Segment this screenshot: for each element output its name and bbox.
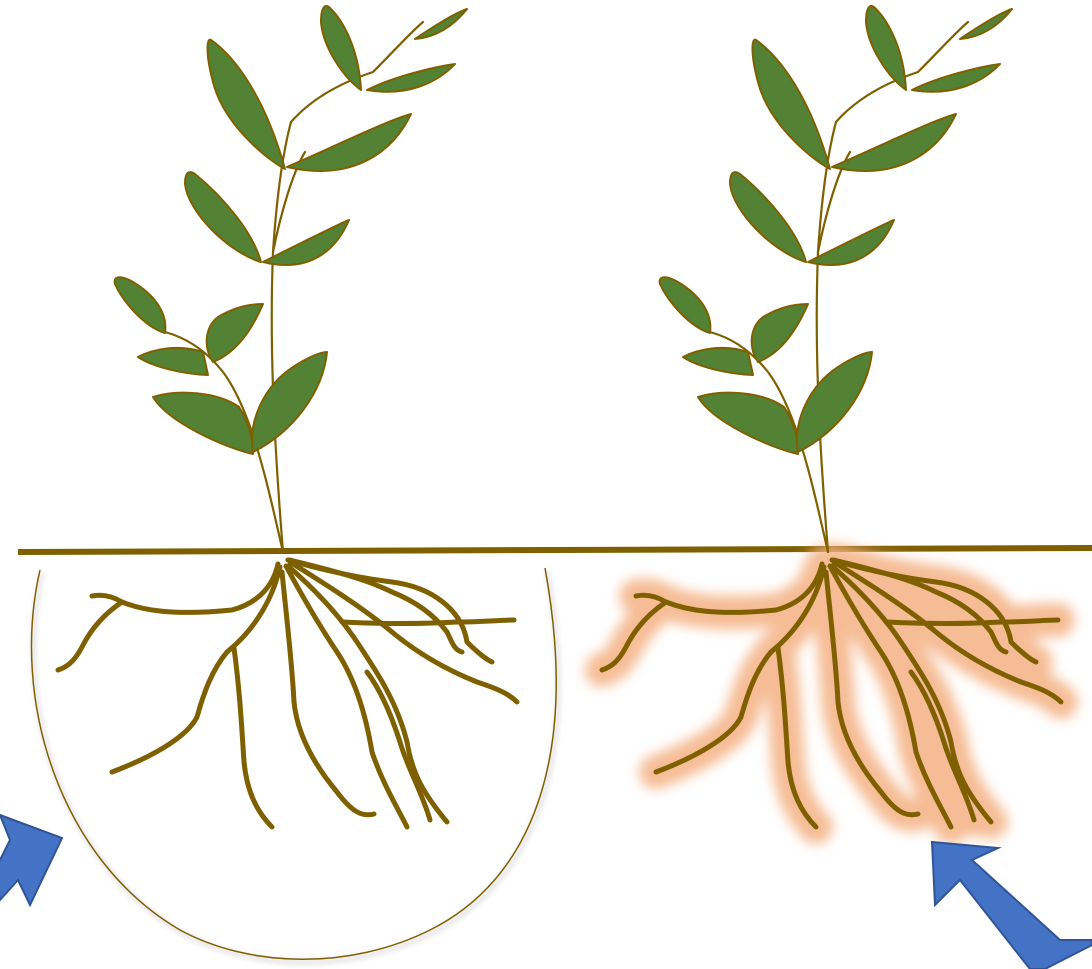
arrow-icon [0,815,62,905]
plant-shoot-icon [660,6,1012,552]
rhizosphere-boundary-circle [31,568,556,959]
left-panel [0,6,556,959]
plant-shoot-icon [115,6,467,552]
right-panel [602,6,1092,969]
root-system-icon [58,560,517,827]
rhizosphere-glow [602,560,1061,827]
arrow-icon [932,842,1092,969]
soil-line [18,548,1092,552]
